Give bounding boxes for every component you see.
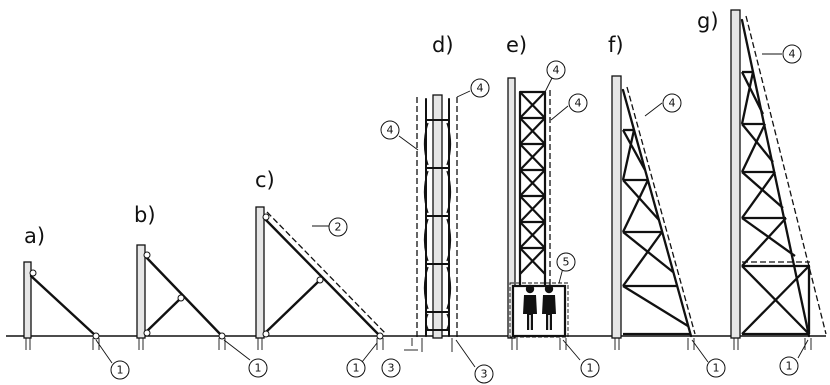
callout-3-d-right: 3 (474, 364, 494, 384)
structure-f: f) (608, 33, 709, 363)
callout-1-f: 1 (706, 358, 726, 378)
svg-text:4: 4 (477, 82, 484, 95)
callout-4-e-top: 4 (546, 60, 566, 80)
callout-1-c: 1 (346, 358, 366, 378)
callout-4-f: 4 (662, 93, 682, 113)
callout-5-e: 5 (556, 252, 576, 272)
svg-text:4: 4 (669, 97, 676, 110)
svg-text:1: 1 (353, 362, 360, 375)
callout-1-e: 1 (580, 358, 600, 378)
mast-a (23, 261, 32, 339)
callout-2-c: 2 (328, 217, 348, 237)
structure-c: c) (255, 168, 387, 363)
panel-label-f: f) (608, 33, 624, 57)
mast-b (136, 244, 146, 339)
svg-text:1: 1 (117, 364, 124, 377)
callouts: 1 1 2 1 3 3 4 4 (110, 44, 802, 384)
structure-a: a) (23, 224, 113, 364)
callout-4-e-mid: 4 (568, 93, 588, 113)
svg-text:3: 3 (388, 362, 395, 375)
svg-text:4: 4 (553, 64, 560, 77)
callout-4-d-left: 4 (380, 120, 400, 140)
svg-text:2: 2 (335, 221, 342, 234)
mast-g (730, 9, 741, 339)
callout-3-d-left: 3 (381, 358, 401, 378)
mast-f (611, 75, 622, 339)
panel-label-d: d) (432, 33, 454, 57)
svg-text:4: 4 (575, 97, 582, 110)
panel-label-c: c) (255, 168, 275, 192)
svg-text:1: 1 (587, 362, 594, 375)
svg-text:3: 3 (481, 368, 488, 381)
lift-cabin (511, 284, 567, 338)
panel-label-b: b) (134, 203, 156, 227)
svg-text:5: 5 (563, 256, 570, 269)
callout-1-b: 1 (248, 358, 268, 378)
mast-e (507, 77, 516, 339)
structure-e: e) (506, 33, 581, 361)
panel-label-g: g) (697, 9, 719, 33)
callout-1-g: 1 (779, 356, 799, 376)
svg-text:1: 1 (255, 362, 262, 375)
structure-d: d) (398, 33, 476, 368)
callout-1-a: 1 (110, 360, 130, 380)
structure-b: b) (134, 203, 251, 361)
svg-text:4: 4 (387, 124, 394, 137)
svg-text:4: 4 (789, 48, 796, 61)
callout-4-d-right: 4 (470, 78, 490, 98)
panel-label-a: a) (24, 224, 45, 248)
panel-label-e: e) (506, 33, 527, 57)
structure-g: g) (697, 9, 827, 359)
svg-text:1: 1 (713, 362, 720, 375)
callout-4-g: 4 (782, 44, 802, 64)
svg-text:1: 1 (786, 360, 793, 373)
mast-c (255, 206, 265, 339)
